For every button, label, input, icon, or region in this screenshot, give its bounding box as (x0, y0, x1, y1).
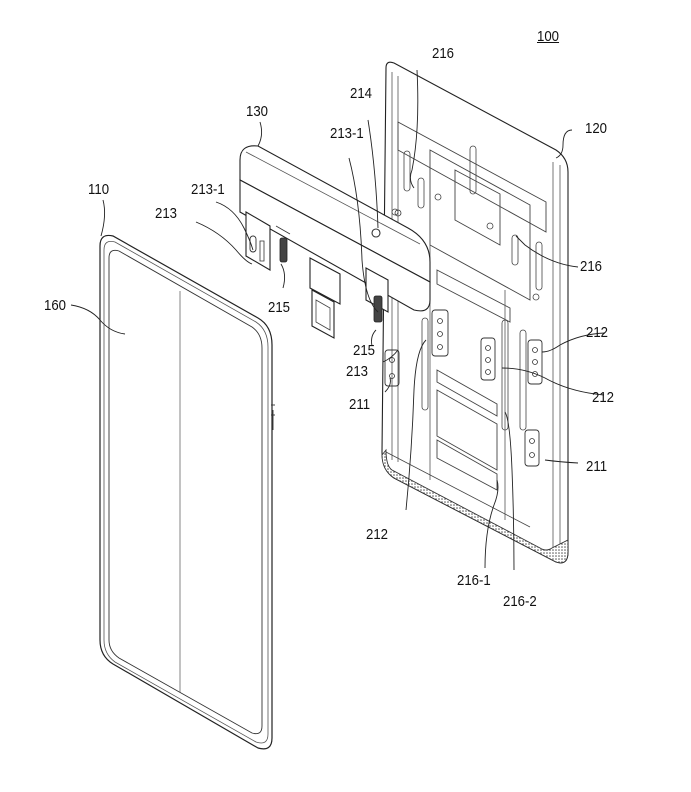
reference-211-right-label: 211 (586, 458, 608, 475)
reference-215-right-label: 215 (353, 342, 376, 359)
reference-213-left-label: 213 (155, 205, 178, 222)
reference-212-mid-label: 212 (592, 389, 615, 406)
reference-216-1-label: 216-1 (457, 572, 491, 589)
reference-214-label: 214 (350, 85, 373, 102)
reference-160-label: 160 (44, 297, 67, 314)
reference-100-label: 100 (537, 28, 560, 45)
reference-213-1-left-label: 213-1 (191, 181, 225, 198)
reference-211-left-label: 211 (349, 396, 371, 413)
rear-cover-120 (382, 62, 568, 563)
slider-130 (240, 146, 430, 338)
display-160 (109, 250, 275, 733)
reference-216-right-label: 216 (580, 258, 603, 275)
reference-130-label: 130 (246, 103, 269, 120)
reference-213-1-right-label: 213-1 (330, 125, 364, 142)
reference-216-2-label: 216-2 (503, 593, 537, 610)
reference-212-top-label: 212 (586, 324, 609, 341)
reference-213-right-label: 213 (346, 363, 369, 380)
reference-110-label: 110 (88, 181, 110, 198)
leader-lines (71, 70, 605, 570)
reference-212-bottom-label: 212 (366, 526, 389, 543)
reference-216-top-label: 216 (432, 45, 455, 62)
reference-120-label: 120 (585, 120, 608, 137)
reference-215-left-label: 215 (268, 299, 291, 316)
front-cover-110 (100, 235, 272, 748)
